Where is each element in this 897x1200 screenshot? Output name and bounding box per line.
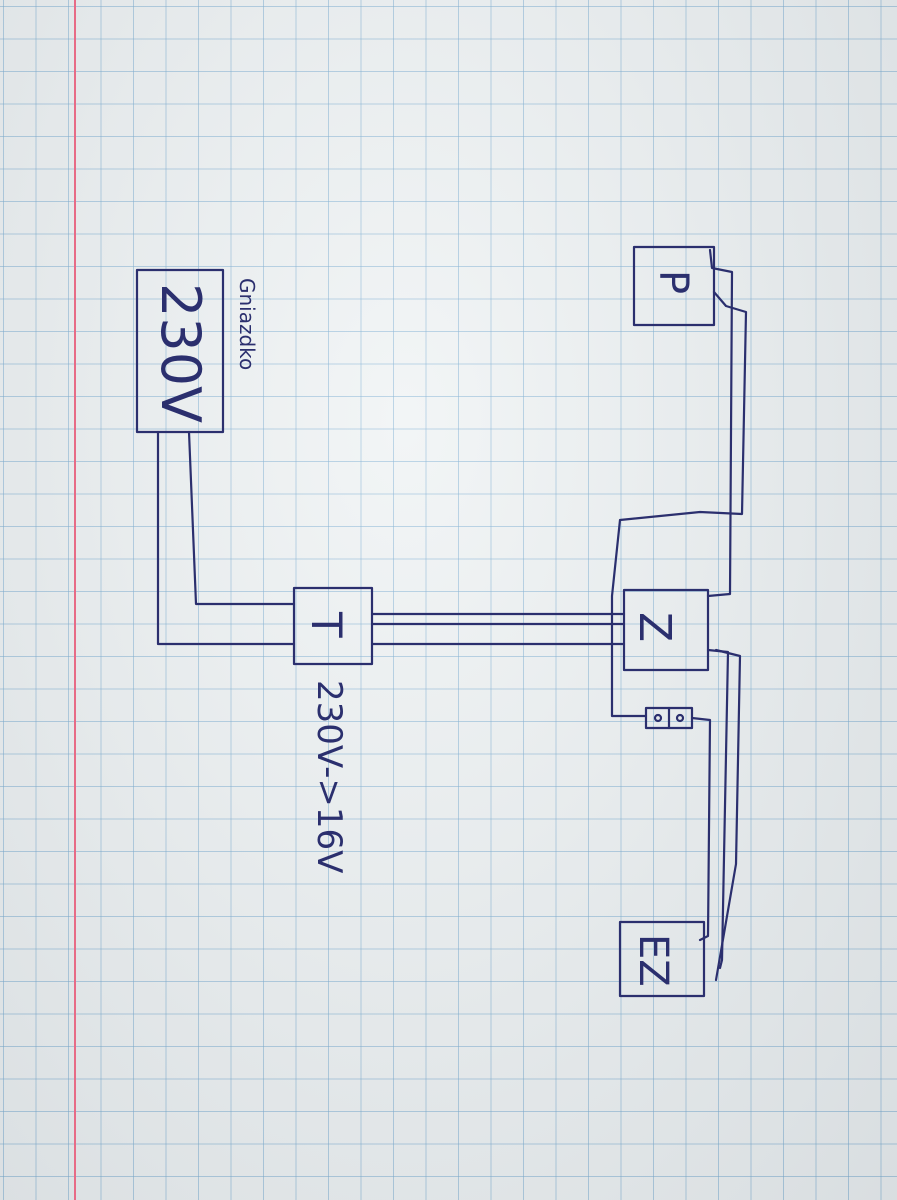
ez-box: EZ	[618, 920, 706, 998]
transformer-to-z-wires	[370, 612, 626, 646]
source-name-label: Gniazdko	[235, 278, 259, 370]
transformer-rating-label: 230V->16V	[309, 680, 349, 873]
p-box: P	[632, 245, 716, 327]
source-box: 230V Gniazdko	[135, 268, 259, 434]
ez-label: EZ	[630, 934, 676, 987]
transformer-box: T 230V->16V	[292, 586, 374, 873]
p-to-z-wires	[610, 248, 748, 718]
connector-block	[644, 706, 694, 730]
notebook-margin-line	[74, 0, 76, 1200]
p-label: P	[650, 270, 696, 294]
transformer-label: T	[302, 611, 351, 638]
z-box: Z	[622, 588, 710, 672]
source-voltage-label: 230V	[149, 283, 212, 423]
source-wires	[156, 430, 296, 646]
z-label: Z	[629, 612, 680, 642]
